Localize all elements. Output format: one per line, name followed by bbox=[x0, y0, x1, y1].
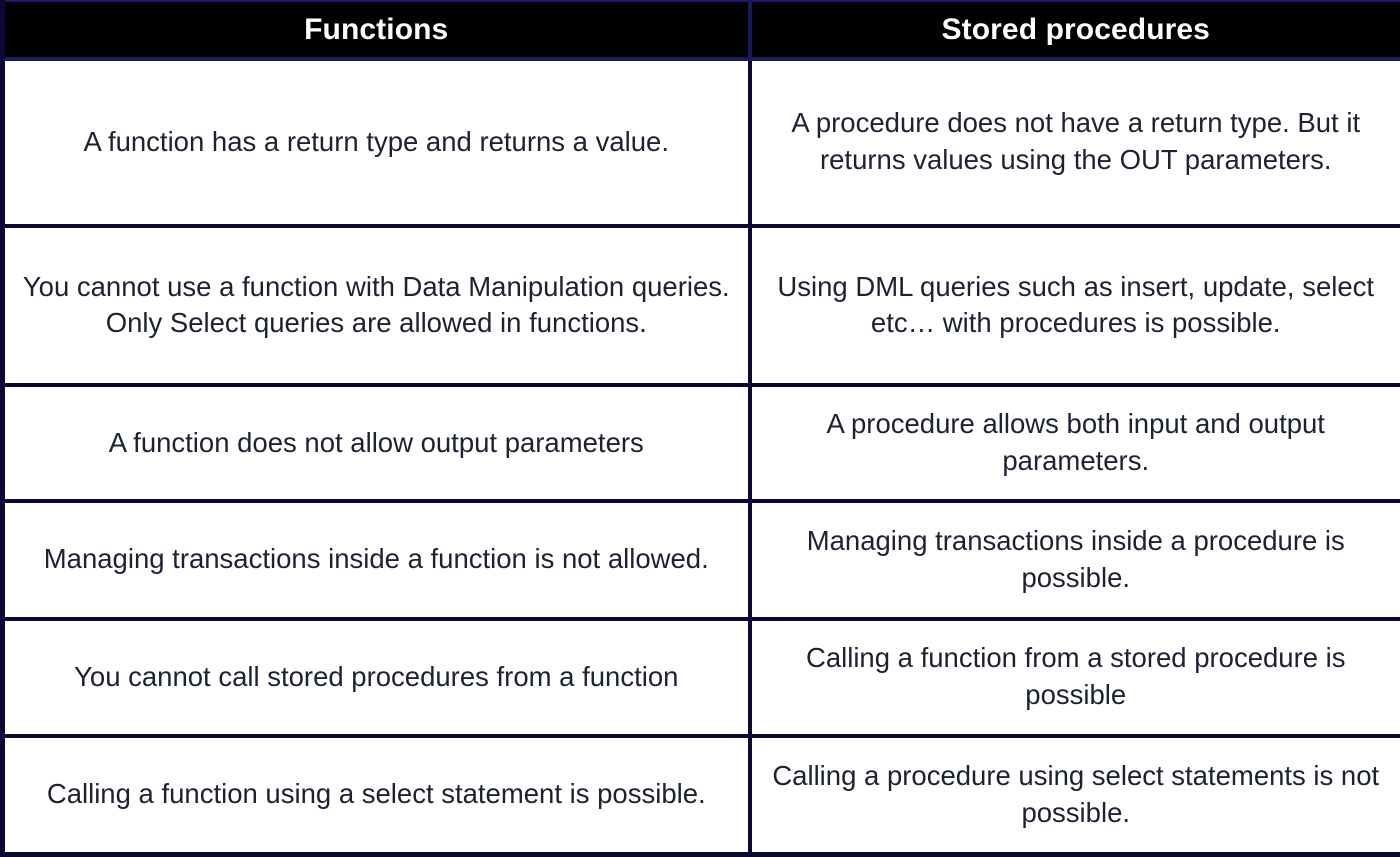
table-row: A function has a return type and returns… bbox=[0, 57, 1400, 228]
cell-functions-text: You cannot use a function with Data Mani… bbox=[22, 270, 730, 339]
column-header-stored-procedures: Stored procedures bbox=[747, 0, 1400, 61]
cell-functions-text: You cannot call stored procedures from a… bbox=[74, 660, 679, 692]
cell-stored-procedures: Using DML queries such as insert, update… bbox=[747, 223, 1400, 388]
header-row: Functions Stored procedures bbox=[0, 0, 1400, 61]
cell-stored-procedures-text: Calling a procedure using select stateme… bbox=[772, 759, 1380, 828]
cell-stored-procedures: A procedure does not have a return type.… bbox=[747, 57, 1400, 228]
table-row: Managing transactions inside a function … bbox=[0, 498, 1400, 621]
cell-functions: A function has a return type and returns… bbox=[0, 57, 752, 228]
cell-functions: You cannot use a function with Data Mani… bbox=[0, 223, 752, 388]
table-row: Calling a function using a select statem… bbox=[0, 733, 1400, 857]
cell-stored-procedures-text: A procedure does not have a return type.… bbox=[791, 107, 1361, 176]
cell-stored-procedures: Calling a procedure using select stateme… bbox=[747, 733, 1400, 857]
table-body: A function has a return type and returns… bbox=[0, 57, 1400, 857]
cell-functions: Managing transactions inside a function … bbox=[0, 498, 752, 621]
cell-functions-text: A function has a return type and returns… bbox=[83, 125, 669, 157]
cell-functions-text: A function does not allow output paramet… bbox=[108, 426, 644, 458]
cell-functions-text: Managing transactions inside a function … bbox=[43, 543, 709, 575]
table-row: You cannot call stored procedures from a… bbox=[0, 616, 1400, 738]
cell-stored-procedures: Managing transactions inside a procedure… bbox=[747, 498, 1400, 621]
table-row: A function does not allow output paramet… bbox=[0, 383, 1400, 503]
cell-stored-procedures: Calling a function from a stored procedu… bbox=[747, 616, 1400, 738]
cell-stored-procedures-text: A procedure allows both input and output… bbox=[826, 408, 1325, 477]
column-header-stored-procedures-label: Stored procedures bbox=[941, 13, 1210, 46]
cell-functions: A function does not allow output paramet… bbox=[0, 383, 752, 503]
cell-stored-procedures-text: Calling a function from a stored procedu… bbox=[805, 642, 1346, 711]
cell-stored-procedures-text: Managing transactions inside a procedure… bbox=[806, 525, 1345, 593]
cell-stored-procedures: A procedure allows both input and output… bbox=[747, 383, 1400, 503]
column-header-functions-label: Functions bbox=[304, 13, 449, 46]
cell-functions-text: Calling a function using a select statem… bbox=[46, 778, 706, 810]
table-header: Functions Stored procedures bbox=[0, 0, 1400, 61]
cell-functions: Calling a function using a select statem… bbox=[0, 733, 752, 857]
cell-stored-procedures-text: Using DML queries such as insert, update… bbox=[777, 270, 1375, 339]
cell-functions: You cannot call stored procedures from a… bbox=[0, 616, 752, 738]
table-row: You cannot use a function with Data Mani… bbox=[0, 223, 1400, 388]
column-header-functions: Functions bbox=[0, 0, 752, 61]
